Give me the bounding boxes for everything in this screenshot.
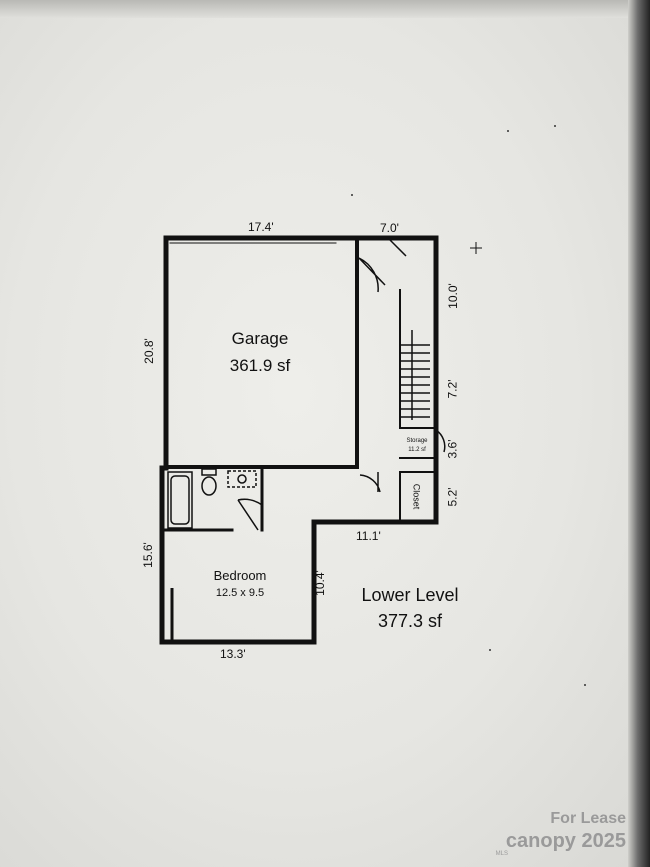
storage-name: Storage bbox=[406, 438, 428, 444]
dim-right-stair: 7.2' bbox=[445, 379, 460, 399]
sink-icon bbox=[227, 470, 257, 488]
watermark-for-lease: For Lease bbox=[550, 810, 626, 827]
photo-right-edge bbox=[628, 0, 650, 867]
stair-treads bbox=[400, 330, 430, 420]
closet-name: Closet bbox=[411, 483, 422, 510]
dim-top-garage: 17.4' bbox=[248, 220, 274, 234]
door-swing-hall bbox=[359, 472, 381, 493]
paper-specks bbox=[351, 125, 586, 686]
dim-right-storage: 3.6' bbox=[445, 439, 460, 459]
dim-left-bedroom: 15.6' bbox=[140, 542, 155, 568]
level-area: 377.3 sf bbox=[377, 611, 443, 631]
storage-area: 11.2 sf bbox=[408, 447, 426, 453]
dim-top-stair: 7.0' bbox=[380, 221, 399, 235]
photo-top-edge bbox=[0, 0, 650, 18]
bathtub-icon bbox=[167, 471, 193, 529]
watermark-year: 2025 bbox=[581, 830, 627, 852]
door-swing-bath bbox=[237, 498, 263, 531]
dim-right-upper: 10.0' bbox=[445, 283, 460, 309]
door-swing-garage-stair bbox=[358, 257, 386, 293]
toilet-icon bbox=[201, 476, 217, 496]
bedroom-size: 12.5 x 9.5 bbox=[215, 587, 265, 599]
watermark-brand-name: canopy bbox=[505, 830, 576, 852]
dim-left-garage: 20.8' bbox=[141, 338, 156, 364]
dim-bottom-bedroom: 13.3' bbox=[220, 647, 246, 661]
watermark-mls: MLS bbox=[495, 851, 508, 857]
garage-name: Garage bbox=[231, 329, 289, 348]
bedroom-name: Bedroom bbox=[213, 568, 267, 583]
door-swing-entry bbox=[387, 237, 407, 257]
plus-mark bbox=[470, 242, 482, 254]
dim-mid-horizontal: 11.1' bbox=[356, 529, 381, 543]
watermark-brand: canopy 2025 bbox=[496, 830, 626, 853]
garage-area: 361.9 sf bbox=[229, 356, 291, 375]
door-swing-storage bbox=[435, 429, 446, 453]
watermark: For Lease canopy 2025 MLS bbox=[496, 810, 626, 857]
dim-right-closet: 5.2' bbox=[445, 487, 460, 507]
dim-bedroom-right: 10.4' bbox=[312, 570, 327, 596]
level-name: Lower Level bbox=[361, 585, 459, 605]
